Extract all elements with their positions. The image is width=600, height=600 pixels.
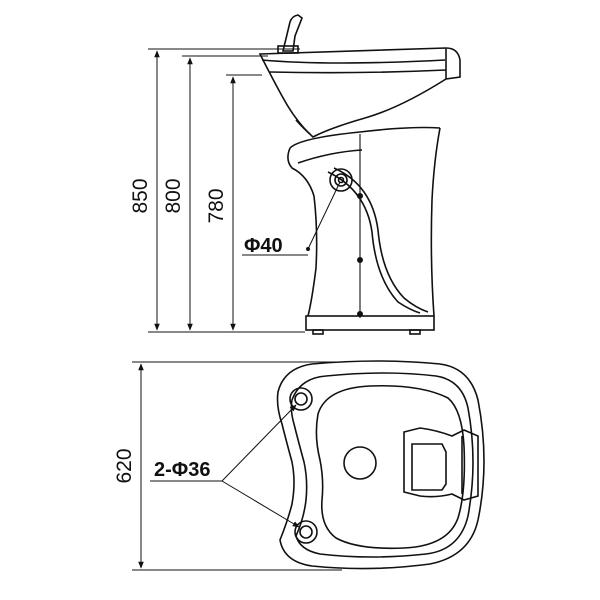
basin-outline	[276, 360, 485, 570]
dim-text-780: 780	[205, 188, 228, 223]
pedestal	[287, 126, 441, 335]
side-elevation	[148, 14, 461, 335]
dim-text-620: 620	[113, 448, 136, 483]
plan-extension-lines	[132, 361, 342, 571]
drain-leader	[242, 181, 341, 256]
drain-fitting	[329, 168, 353, 192]
neck-rest	[403, 427, 479, 501]
plan-view	[132, 360, 485, 571]
basin-inner	[315, 384, 466, 550]
hole-top	[289, 387, 313, 411]
dim-text-800: 800	[162, 178, 185, 213]
holes-label: 2-Φ36	[154, 459, 210, 481]
faucet	[277, 14, 303, 54]
basin-bowl	[258, 47, 461, 138]
basin-inner-rim	[290, 372, 474, 558]
plan-drain	[343, 446, 377, 480]
holes-leader	[150, 404, 300, 528]
extension-lines	[148, 48, 305, 333]
hole-bottom	[294, 520, 318, 544]
dim-text-850: 850	[129, 178, 152, 213]
drain-diameter-label: Φ40	[244, 235, 283, 257]
